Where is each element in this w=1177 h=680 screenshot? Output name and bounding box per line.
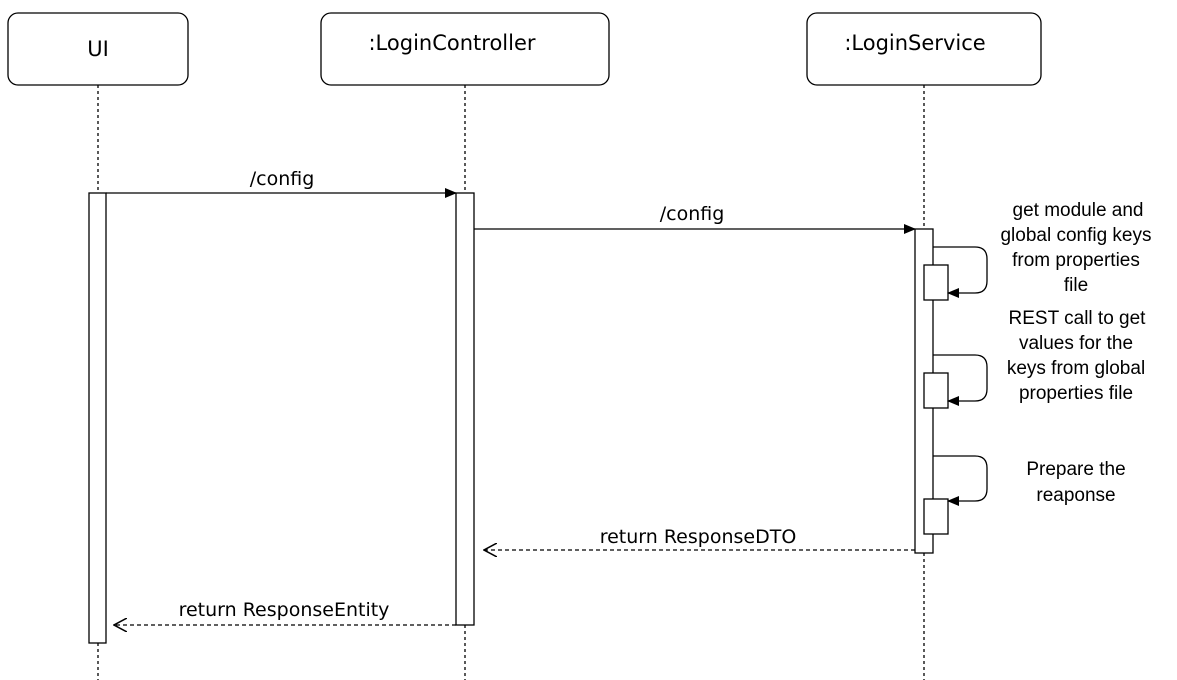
return-controller-to-ui-label: return ResponseEntity — [179, 599, 390, 621]
return-service-to-controller-label: return ResponseDTO — [600, 526, 797, 548]
ui-activation — [88, 192, 107, 644]
self-call-prepare: Prepare the reaponse — [933, 455, 1126, 506]
self-call-get-keys-line-1: get module and — [1013, 200, 1144, 221]
message-ui-to-controller: /config — [106, 168, 457, 198]
participant-ui-label: UI — [87, 37, 109, 61]
controller-activation — [455, 192, 475, 626]
self-call-rest-line-1: REST call to get — [1009, 308, 1147, 329]
self-call-rest: REST call to get values for the keys fro… — [933, 308, 1147, 406]
message-controller-to-service: /config — [474, 203, 916, 234]
return-controller-to-ui: return ResponseEntity — [114, 599, 456, 625]
self-call-activation-get-keys — [923, 264, 949, 301]
self-call-get-keys: get module and global config keys from p… — [933, 200, 1152, 298]
self-call-prepare-line-2: reaponse — [1036, 485, 1115, 506]
participant-service-label: :LoginService — [844, 31, 985, 55]
self-call-activation-rest — [923, 372, 949, 409]
self-call-get-keys-line-4: file — [1064, 275, 1088, 296]
self-call-get-keys-line-2: global config keys — [1000, 225, 1151, 246]
self-call-activation-prepare — [923, 498, 949, 535]
participant-login-controller: :LoginController — [320, 12, 610, 86]
participant-ui: UI — [7, 12, 189, 86]
self-call-get-keys-line-3: from properties — [1012, 250, 1140, 271]
participant-login-service: :LoginService — [806, 12, 1042, 86]
self-call-prepare-line-1: Prepare the — [1026, 459, 1125, 480]
participant-controller-label: :LoginController — [368, 31, 535, 55]
self-call-rest-line-2: values for the — [1019, 333, 1133, 354]
message-controller-to-service-label: /config — [660, 203, 725, 225]
self-call-rest-line-4: properties file — [1019, 383, 1133, 404]
return-service-to-controller: return ResponseDTO — [484, 526, 915, 550]
message-ui-to-controller-label: /config — [250, 168, 315, 190]
self-call-rest-line-3: keys from global — [1007, 358, 1145, 379]
